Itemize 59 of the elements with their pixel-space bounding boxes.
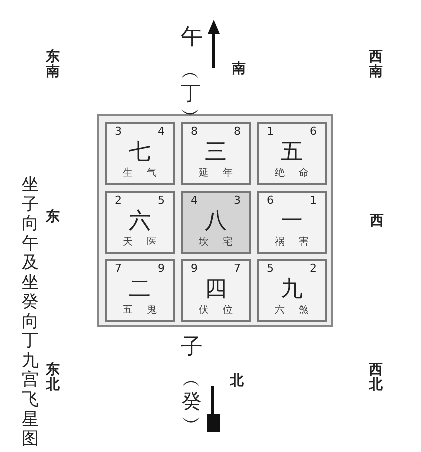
palace-number: 七 — [128, 141, 152, 165]
direction-label: ︵癸︶ — [182, 370, 202, 433]
palace-cell — [105, 122, 175, 185]
palace-number: 六 — [128, 210, 152, 234]
direction-label: 西北 — [369, 363, 383, 392]
direction-label: ︵丁︶ — [181, 62, 201, 125]
star-number: 5 — [267, 263, 274, 275]
direction-label: 东南 — [46, 50, 60, 80]
star-number: 6 — [310, 126, 317, 138]
star-name: 六煞 — [274, 305, 324, 317]
star-number: 8 — [191, 126, 198, 138]
direction-label: 西 — [370, 212, 384, 230]
star-name: 五鬼 — [122, 305, 172, 317]
star-name: 天医 — [122, 237, 172, 249]
star-number: 2 — [310, 263, 317, 275]
star-name: 伏位 — [198, 305, 248, 317]
star-name: 祸害 — [274, 237, 324, 249]
star-number: 3 — [115, 126, 122, 138]
star-number: 2 — [115, 195, 122, 207]
star-number: 4 — [191, 195, 198, 207]
palace-number: 五 — [280, 141, 304, 165]
direction-label: 西南 — [369, 50, 383, 80]
star-name: 坎宅 — [198, 237, 248, 249]
star-number: 9 — [191, 263, 198, 275]
palace-cell — [257, 259, 327, 322]
palace-cell — [181, 122, 251, 185]
palace-number: 四 — [204, 278, 228, 302]
palace-cell — [257, 122, 327, 185]
grid-frame — [97, 114, 333, 327]
star-number: 9 — [158, 263, 165, 275]
star-number: 5 — [158, 195, 165, 207]
star-name: 绝命 — [274, 168, 324, 180]
direction-label: 午 — [181, 24, 203, 52]
palace-cell — [105, 191, 175, 254]
star-number: 3 — [234, 195, 241, 207]
palace-number: 二 — [128, 278, 152, 302]
star-number: 7 — [115, 263, 122, 275]
direction-label: 北 — [230, 372, 244, 390]
star-number: 4 — [158, 126, 165, 138]
vertical-title: 坐子向午及坐癸向丁九宫飞星图 — [22, 176, 39, 450]
palace-cell — [105, 259, 175, 322]
palace-number: 一 — [280, 210, 304, 234]
palace-number: 九 — [280, 278, 304, 302]
direction-label: 东 — [46, 208, 60, 226]
direction-label: 南 — [232, 60, 246, 78]
star-name: 延年 — [198, 168, 248, 180]
palace-number: 八 — [204, 210, 228, 234]
star-number: 7 — [234, 263, 241, 275]
star-number: 6 — [267, 195, 274, 207]
palace-cell — [181, 191, 251, 254]
star-number: 1 — [267, 126, 274, 138]
star-number: 1 — [310, 195, 317, 207]
palace-cell — [257, 191, 327, 254]
direction-label: 东北 — [46, 363, 60, 392]
palace-cell — [181, 259, 251, 322]
star-number: 8 — [234, 126, 241, 138]
star-name: 生气 — [122, 168, 172, 180]
direction-label: 子 — [181, 334, 203, 362]
palace-number: 三 — [204, 141, 228, 165]
